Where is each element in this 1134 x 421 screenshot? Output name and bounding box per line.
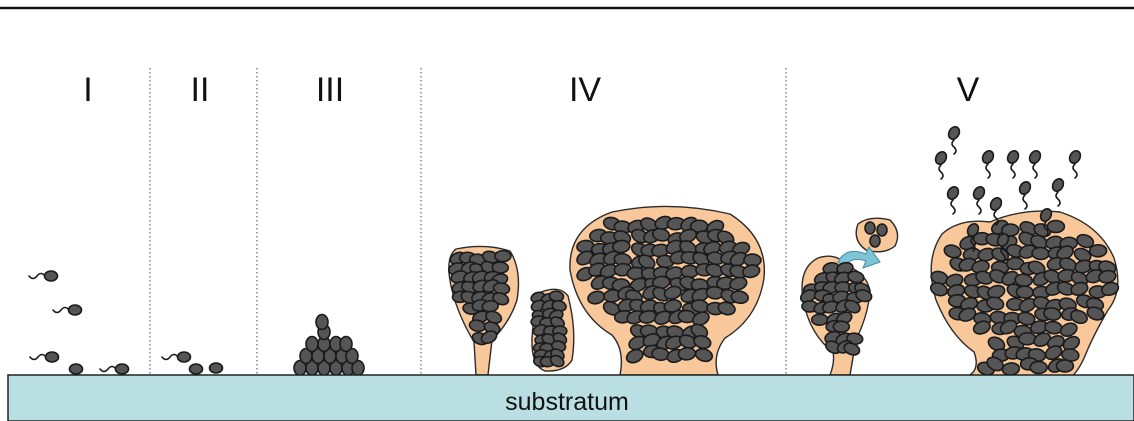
microcolony-cell: [316, 315, 328, 330]
attached-bacterium-cell: [190, 364, 203, 374]
detached-cell: [877, 224, 887, 236]
substratum-label: substratum: [505, 388, 629, 416]
planktonic-bacterium-icon: [162, 352, 191, 362]
bacterium-cell: [1019, 333, 1036, 345]
dispersing-bacterium-icon: [1027, 149, 1042, 178]
bacterium-cell: [833, 321, 849, 332]
planktonic-bacterium-icon: [53, 305, 82, 315]
bacterium-cell: [1056, 360, 1073, 372]
dispersing-bacterium-icon: [945, 185, 960, 214]
stage-label-4: IV: [569, 71, 601, 109]
dispersing-bacterium-icon: [1005, 149, 1020, 178]
detached-cell: [865, 222, 875, 234]
planktonic-bacterium-icon: [30, 352, 59, 362]
microcolony-cell: [340, 337, 352, 352]
planktonic-bacterium-icon: [100, 364, 129, 374]
dispersing-bacterium-icon: [1017, 180, 1032, 209]
stage-label-5: V: [957, 71, 980, 109]
dispersing-bacterium-icon: [946, 125, 961, 154]
microcolony-cell: [306, 337, 318, 352]
dispersing-bacterium-icon: [933, 150, 948, 179]
attached-bacterium-cell: [210, 363, 223, 373]
bacterium-cell: [812, 314, 828, 325]
bacterium-cell: [678, 347, 696, 360]
stage-label-1: I: [83, 71, 92, 109]
bacterium-cell: [1030, 361, 1047, 373]
dispersing-bacterium-icon: [971, 185, 986, 214]
stage-label-3: III: [316, 71, 344, 109]
bacterium-cell: [495, 251, 511, 262]
bacterium-cell: [1089, 244, 1106, 257]
detached-cell: [870, 235, 880, 247]
dispersing-bacterium-icon: [1067, 149, 1082, 178]
bacterium-cell: [1047, 220, 1064, 232]
dispersing-bacterium-icon: [1050, 177, 1065, 206]
bacterium-cell: [1032, 247, 1050, 260]
stage-label-2: II: [191, 71, 210, 109]
dispersing-bacterium-icon: [980, 149, 995, 178]
planktonic-bacterium-icon: [29, 271, 58, 281]
attached-bacterium-cell: [70, 364, 83, 374]
bacterium-cell: [1016, 286, 1034, 299]
